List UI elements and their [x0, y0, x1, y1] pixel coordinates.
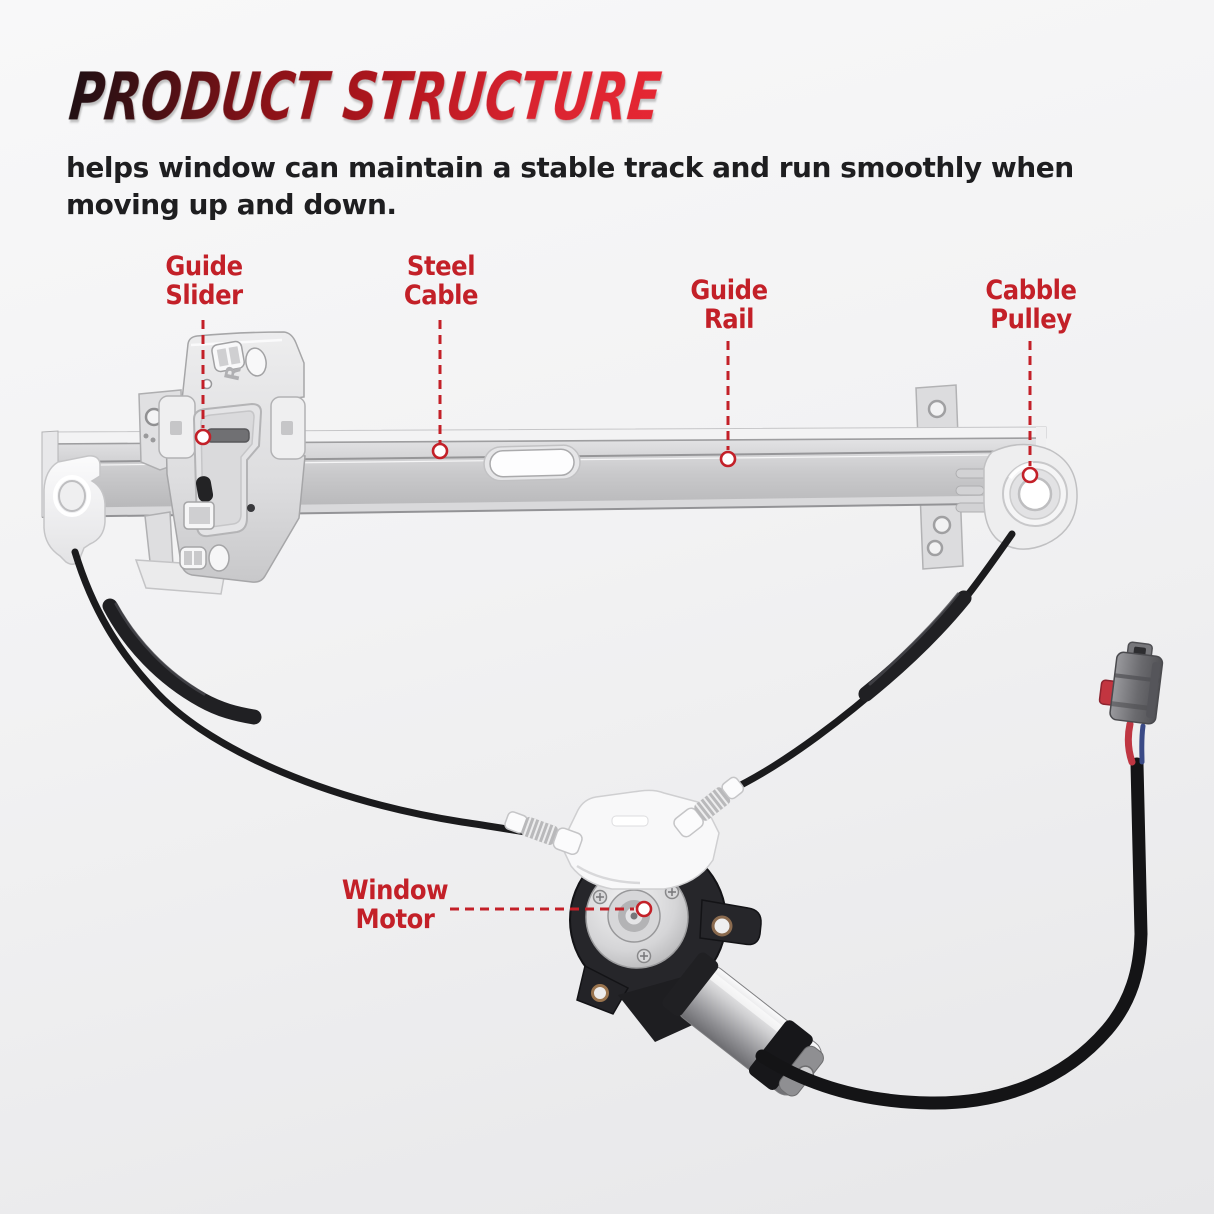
callout-dot-guide-slider: [194, 428, 212, 446]
callout-dot-cabble-pulley: [1021, 466, 1039, 484]
slider-stamp-letter: R: [219, 363, 246, 383]
slider-top-slots: [211, 340, 246, 373]
callout-text: Rail: [704, 304, 754, 335]
callout-text: Guide: [690, 275, 768, 306]
callout-dot-window-motor: [635, 900, 653, 918]
callout-dot-steel-cable: [431, 442, 449, 460]
guide-slider-bracket: R: [134, 331, 306, 595]
header-block: PRODUCT STRUCTURE helps window can maint…: [66, 58, 1074, 223]
callout-label-guide-rail: Guide Rail: [644, 276, 815, 334]
callout-text: Slider: [165, 280, 243, 311]
callout-text: Window: [341, 875, 449, 906]
motor-wire: [755, 757, 1148, 1110]
subtitle-line-2: moving up and down.: [66, 188, 397, 221]
motor-hub: [607, 889, 661, 943]
steel-cable-left: [71, 548, 556, 840]
motor-plate-screws: [592, 884, 680, 964]
callout-leaders: [194, 320, 1039, 918]
callout-label-steel-cable: Steel Cable: [356, 252, 527, 310]
page-title: PRODUCT STRUCTURE: [66, 58, 665, 135]
callout-text: Guide: [165, 251, 243, 282]
left-end-bracket: [43, 455, 106, 565]
callout-label-window-motor: Window Motor: [310, 876, 481, 934]
power-connector: [1098, 641, 1164, 766]
window-motor: [504, 641, 1164, 1110]
steel-cable-right: [725, 530, 1016, 795]
cable-adjuster-right: [673, 776, 745, 838]
page-subtitle: helps window can maintain a stable track…: [66, 149, 1074, 223]
cable-adjuster-left: [504, 811, 583, 856]
callout-label-guide-slider: Guide Slider: [119, 252, 290, 310]
subtitle-line-1: helps window can maintain a stable track…: [66, 151, 1074, 184]
callout-text: Cable: [403, 280, 479, 311]
callout-text: Motor: [355, 904, 435, 935]
callout-dot-guide-rail: [719, 450, 737, 468]
callout-label-cabble-pulley: Cabble Pulley: [946, 276, 1117, 334]
rail-slot: [483, 444, 581, 482]
callout-text: Cabble: [985, 275, 1077, 306]
callout-text: Pulley: [990, 304, 1072, 335]
callout-text: Steel: [406, 251, 476, 282]
